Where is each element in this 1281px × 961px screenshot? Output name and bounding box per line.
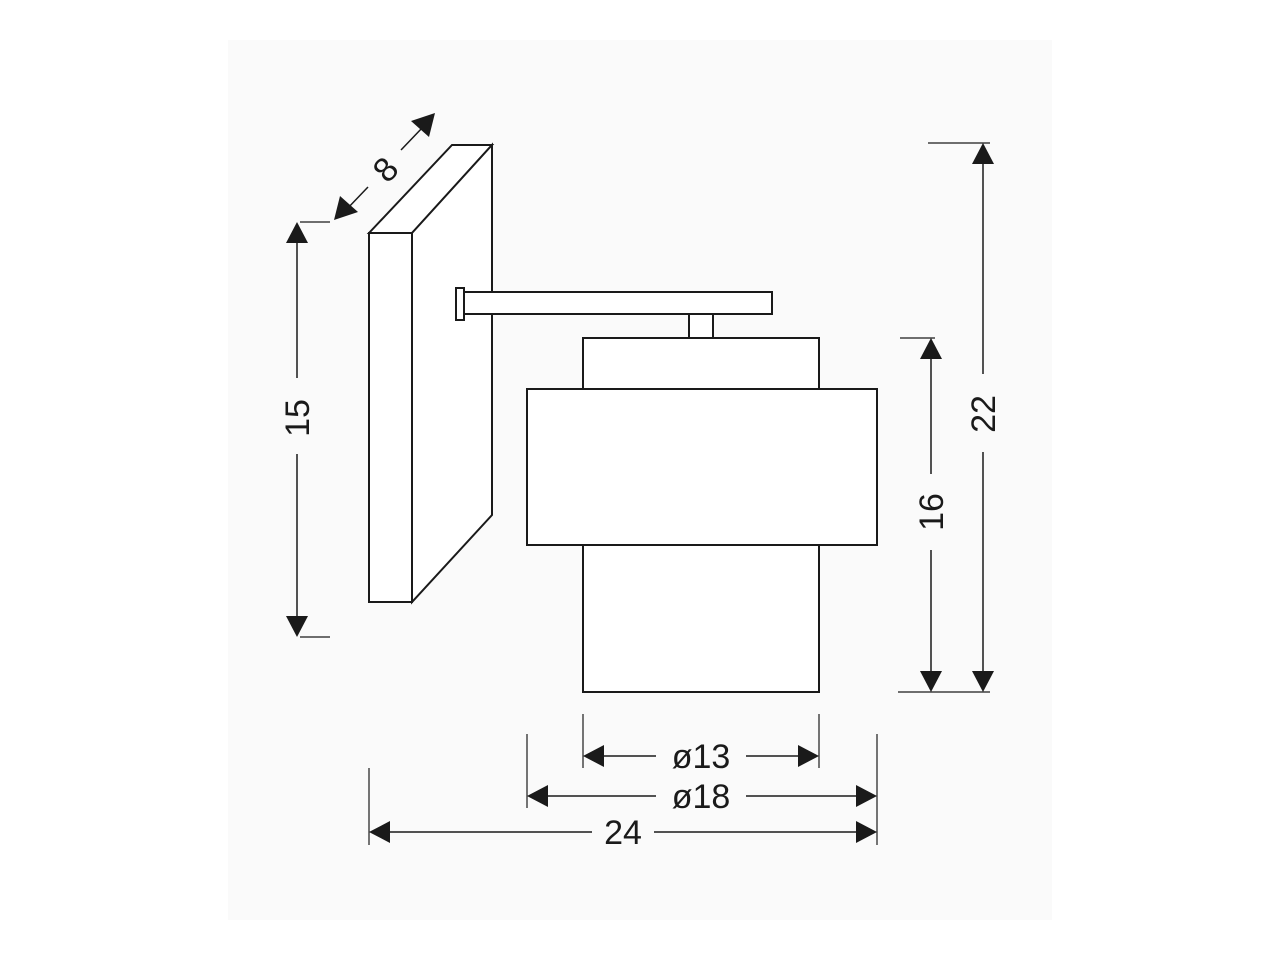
label-backplate-height: 15: [279, 399, 317, 437]
arm-cap: [455, 287, 465, 321]
outer-diameter-dimension: ø18: [527, 778, 877, 816]
overall-height-dimension: 22: [965, 143, 1003, 692]
label-overall-width: 24: [604, 814, 642, 852]
lamp-arm: [455, 287, 773, 339]
arrow-depth-end: [411, 113, 435, 137]
arrow-13-right: [798, 745, 819, 767]
arrow-13-left: [583, 745, 604, 767]
backplate-front-face: [368, 232, 413, 603]
label-overall-height: 22: [965, 395, 1003, 433]
arrow-18-left: [527, 785, 548, 807]
outer-ring: [526, 388, 878, 546]
label-inner-diameter: ø13: [672, 738, 731, 776]
arrow-24-left: [369, 821, 390, 843]
arrow-24-right: [856, 821, 877, 843]
arrow-22-bottom: [972, 671, 994, 692]
shade-height-dimension: 16: [913, 338, 951, 692]
arrow-15-top: [286, 222, 308, 243]
arrow-22-top: [972, 143, 994, 164]
lamp-shade: [526, 337, 878, 693]
wall-backplate: [366, 142, 495, 605]
arrow-depth-start: [334, 196, 358, 220]
arm-bar: [459, 291, 773, 315]
label-shade-height: 16: [913, 493, 951, 531]
arm-connector: [688, 313, 714, 339]
backplate-height-dimension: 15: [279, 222, 317, 637]
arrow-15-bottom: [286, 616, 308, 637]
overall-width-dimension: 24: [369, 814, 877, 852]
arrow-16-top: [920, 338, 942, 359]
arrow-18-right: [856, 785, 877, 807]
inner-diameter-dimension: ø13: [583, 738, 819, 776]
label-outer-diameter: ø18: [672, 778, 731, 816]
extension-lines: [300, 142, 990, 845]
arrow-16-bottom: [920, 671, 942, 692]
